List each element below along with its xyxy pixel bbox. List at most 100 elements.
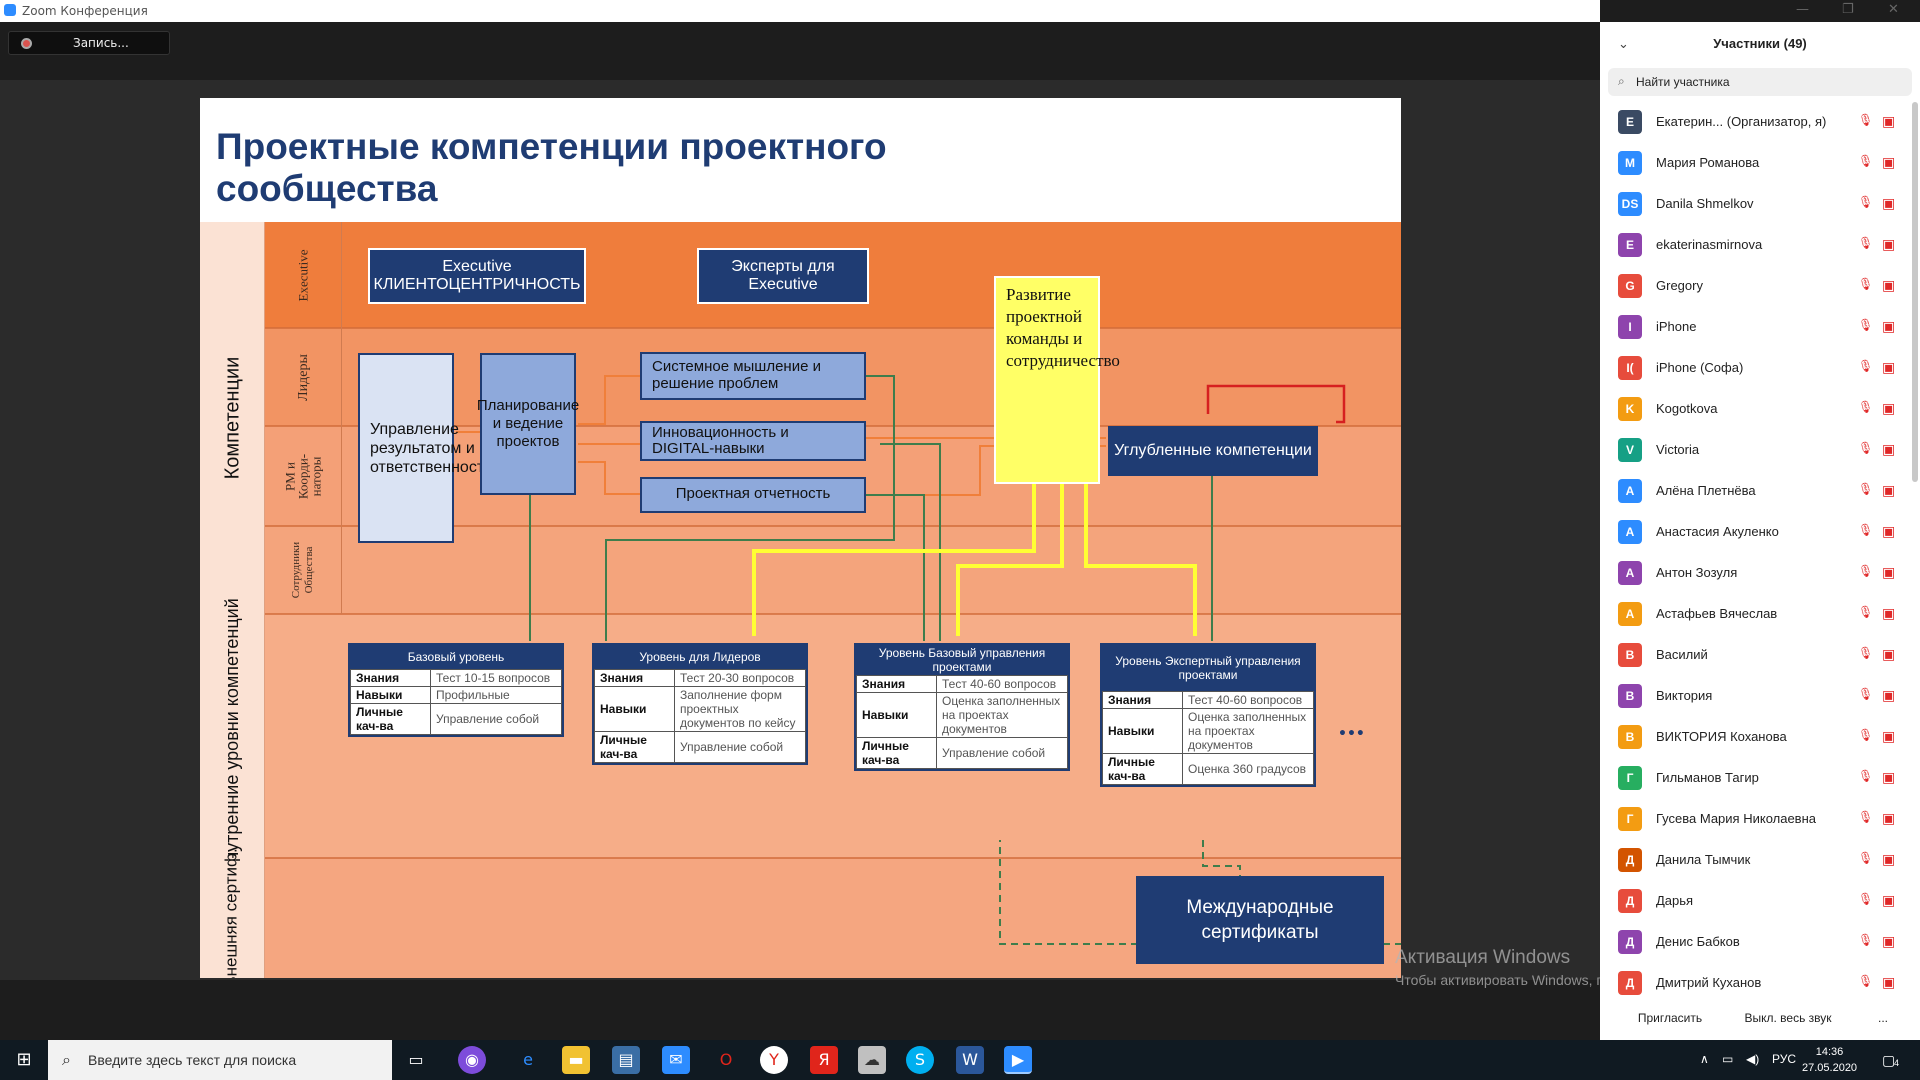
mic-muted-icon[interactable]: 🎙 <box>1858 441 1874 455</box>
video-off-icon[interactable]: ▣ <box>1882 769 1896 785</box>
tray-chevron-icon[interactable]: ∧ <box>1700 1052 1709 1066</box>
battery-icon[interactable]: ▭ <box>1722 1052 1734 1066</box>
mic-muted-icon[interactable]: 🎙 <box>1858 769 1874 783</box>
mic-muted-icon[interactable]: 🎙 <box>1858 523 1874 537</box>
restore-icon[interactable]: ❐ <box>1842 2 1854 17</box>
video-off-icon[interactable]: ▣ <box>1882 892 1896 908</box>
participant-list-scrollbar[interactable] <box>1912 102 1918 482</box>
video-off-icon[interactable]: ▣ <box>1882 113 1896 129</box>
mic-muted-icon[interactable]: 🎙 <box>1858 810 1874 824</box>
video-off-icon[interactable]: ▣ <box>1882 687 1896 703</box>
notification-icon[interactable]: ▢ <box>1882 1052 1896 1068</box>
mic-muted-icon[interactable]: 🎙 <box>1858 728 1874 742</box>
opera-icon[interactable]: O <box>719 1050 733 1069</box>
avatar: Е <box>1618 110 1642 134</box>
collapse-chevron-icon[interactable]: ⌄ <box>1618 36 1629 51</box>
close-icon[interactable]: ✕ <box>1888 2 1899 17</box>
mic-muted-icon[interactable]: 🎙 <box>1858 277 1874 291</box>
mic-muted-icon[interactable]: 🎙 <box>1858 359 1874 373</box>
mic-muted-icon[interactable]: 🎙 <box>1858 646 1874 660</box>
mic-muted-icon[interactable]: 🎙 <box>1858 400 1874 414</box>
mic-muted-icon[interactable]: 🎙 <box>1858 482 1874 496</box>
mic-muted-icon[interactable]: 🎙 <box>1858 113 1874 127</box>
mic-muted-icon[interactable]: 🎙 <box>1858 154 1874 168</box>
cortana-icon[interactable]: ◉ <box>458 1046 486 1074</box>
file-explorer-icon[interactable]: ▬ <box>562 1046 590 1074</box>
video-off-icon[interactable]: ▣ <box>1882 728 1896 744</box>
video-off-icon[interactable]: ▣ <box>1882 482 1896 498</box>
mute-all-button[interactable]: Выкл. весь звук <box>1734 1006 1842 1030</box>
video-off-icon[interactable]: ▣ <box>1882 236 1896 252</box>
volume-icon[interactable]: ◀) <box>1746 1052 1760 1066</box>
participant-search-input[interactable]: ⌕ Найти участника <box>1608 68 1912 96</box>
video-off-icon[interactable]: ▣ <box>1882 318 1896 334</box>
video-off-icon[interactable]: ▣ <box>1882 646 1896 662</box>
video-off-icon[interactable]: ▣ <box>1882 523 1896 539</box>
taskbar-search-input[interactable]: ⌕ Введите здесь текст для поиска <box>48 1040 392 1080</box>
avatar: А <box>1618 561 1642 585</box>
more-options-button[interactable]: ... <box>1868 1006 1898 1030</box>
task-view-icon[interactable]: ▭ <box>408 1050 424 1069</box>
mic-muted-icon[interactable]: 🎙 <box>1858 195 1874 209</box>
video-off-icon[interactable]: ▣ <box>1882 195 1896 211</box>
yandex-icon[interactable]: Y <box>760 1046 788 1074</box>
video-off-icon[interactable]: ▣ <box>1882 564 1896 580</box>
edge-browser-icon[interactable]: e <box>523 1050 533 1069</box>
mail-icon[interactable]: ✉ <box>662 1046 690 1074</box>
video-off-icon[interactable]: ▣ <box>1882 359 1896 375</box>
video-off-icon[interactable]: ▣ <box>1882 933 1896 949</box>
mic-muted-icon[interactable]: 🎙 <box>1858 892 1874 906</box>
video-off-icon[interactable]: ▣ <box>1882 154 1896 170</box>
zoom-taskbar-icon[interactable]: ▶ <box>1004 1046 1032 1074</box>
video-off-icon[interactable]: ▣ <box>1882 974 1896 990</box>
recording-indicator[interactable]: Запись... <box>8 31 170 55</box>
mic-muted-icon[interactable]: 🎙 <box>1858 933 1874 947</box>
minimize-icon[interactable]: — <box>1796 2 1809 17</box>
word-icon[interactable]: W <box>956 1046 984 1074</box>
video-off-icon[interactable]: ▣ <box>1882 605 1896 621</box>
video-off-icon[interactable]: ▣ <box>1882 810 1896 826</box>
mic-muted-icon[interactable]: 🎙 <box>1858 318 1874 332</box>
mic-muted-icon[interactable]: 🎙 <box>1858 687 1874 701</box>
mic-muted-icon[interactable]: 🎙 <box>1858 605 1874 619</box>
participant-name: Астафьев Вячеслав <box>1656 606 1778 621</box>
mic-muted-icon[interactable]: 🎙 <box>1858 974 1874 988</box>
mic-muted-icon[interactable]: 🎙 <box>1858 564 1874 578</box>
video-off-icon[interactable]: ▣ <box>1882 851 1896 867</box>
taskbar-clock[interactable]: 14:36 27.05.2020 <box>1802 1044 1857 1076</box>
windows-start-icon[interactable]: ⊞ <box>16 1049 32 1070</box>
mic-muted-icon[interactable]: 🎙 <box>1858 851 1874 865</box>
language-indicator[interactable]: РУС <box>1772 1052 1797 1066</box>
participant-item[interactable]: I(iPhone (Софа)🎙▣ <box>1600 348 1912 389</box>
invite-button[interactable]: Пригласить <box>1630 1006 1710 1030</box>
mic-muted-icon[interactable]: 🎙 <box>1858 236 1874 250</box>
video-off-icon[interactable]: ▣ <box>1882 277 1896 293</box>
yandex-browser-icon[interactable]: Я <box>810 1046 838 1074</box>
store-icon[interactable]: ▤ <box>612 1046 640 1074</box>
skype-icon[interactable]: S <box>906 1046 934 1074</box>
video-off-icon[interactable]: ▣ <box>1882 441 1896 457</box>
video-off-icon[interactable]: ▣ <box>1882 400 1896 416</box>
app-icon[interactable]: ☁ <box>858 1046 886 1074</box>
